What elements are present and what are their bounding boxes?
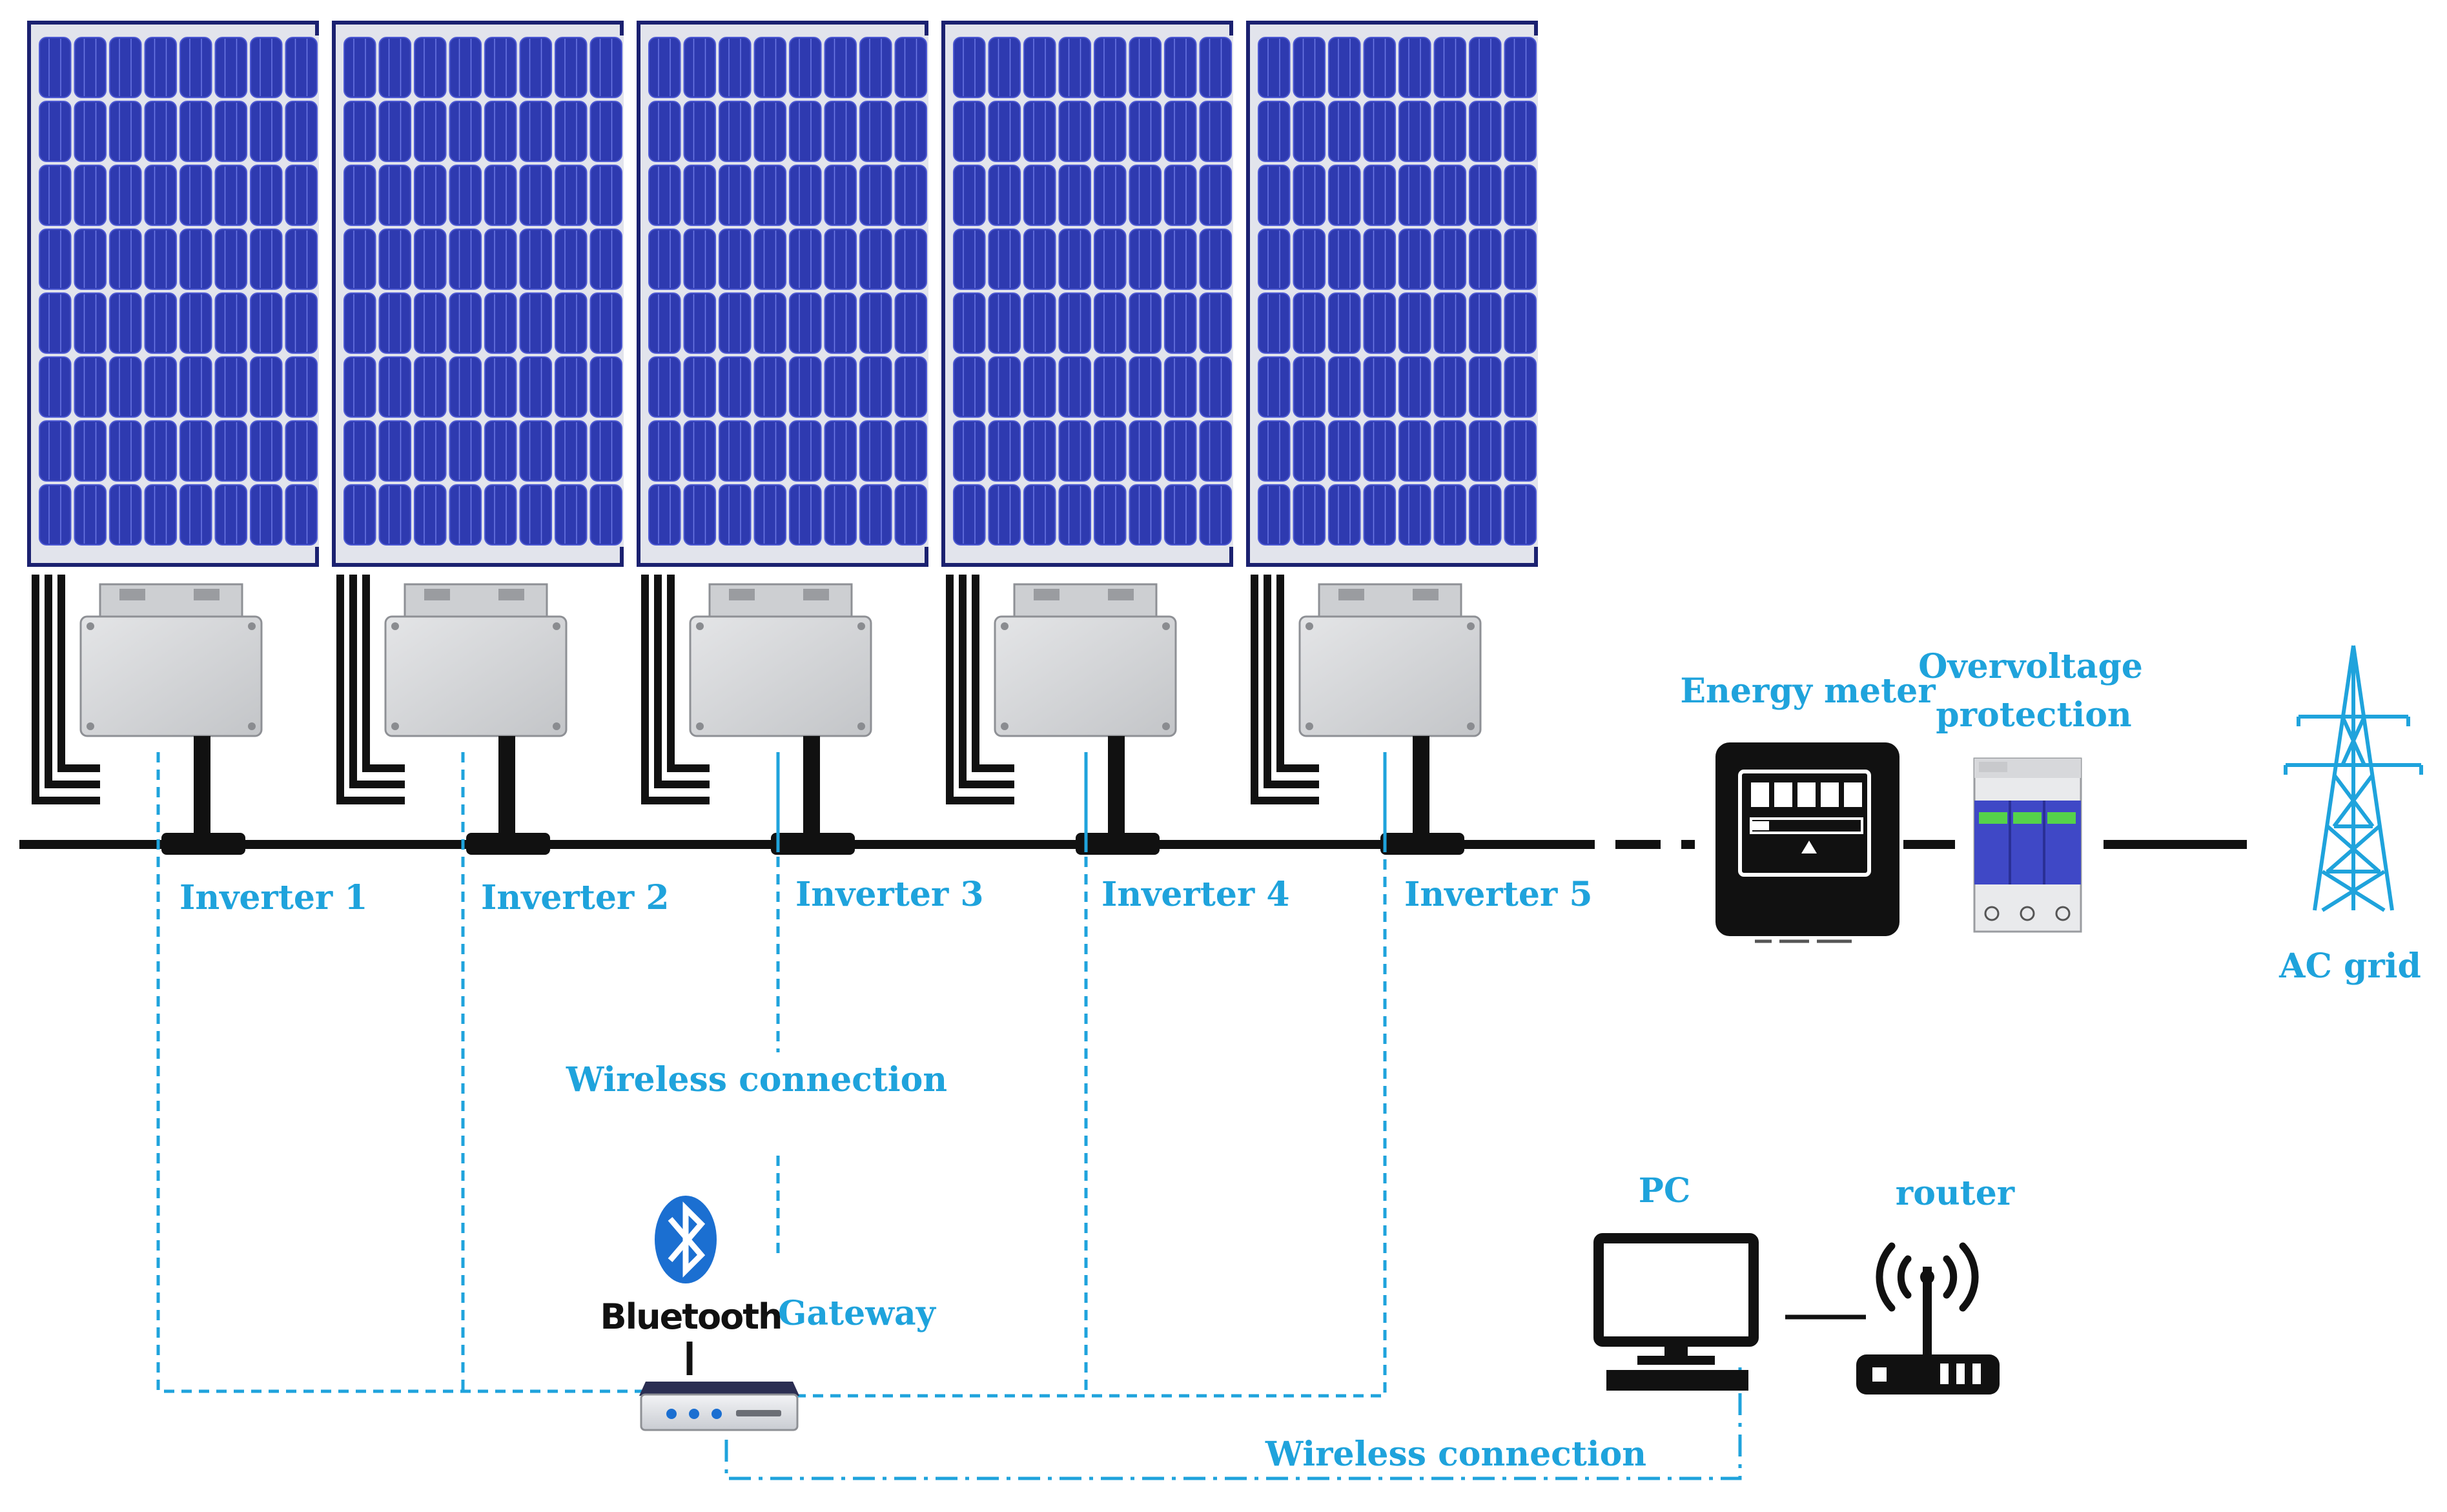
overvoltage-label-line2: protection [1936,695,2131,735]
pc-label: PC [1639,1171,1691,1211]
gateway-device-icon [639,1342,799,1431]
inverter-4-label: Inverter 4 [1101,875,1290,914]
solar-panel-2 [334,23,624,565]
inverter-5-label: Inverter 5 [1404,875,1593,914]
wireless-connection-label-bottom: Wireless connection [1265,1435,1646,1474]
energy-meter-label: Energy meter [1680,671,1936,711]
surge-protector-icon [1973,757,2082,933]
inverter-3-label: Inverter 3 [795,875,984,914]
inverter-2-label: Inverter 2 [481,878,670,917]
overvoltage-label-line1: Overvoltage [1918,647,2143,686]
solar-panel-4 [943,23,1233,565]
transmission-tower-icon [2284,645,2423,912]
solar-panel-1 [29,23,319,565]
inverter-link-ticks [776,752,1387,852]
ac-grid-label: AC grid [2278,946,2421,986]
micro-inverter-icon [36,575,261,855]
wifi-router-icon [1856,1242,2000,1395]
bluetooth-wordmark: Bluetooth [600,1296,781,1337]
inverter-1-label: Inverter 1 [179,878,368,917]
computer-icon [1593,1233,1759,1391]
solar-panel-5 [1248,23,1538,565]
micro-inverter-icon [645,575,871,855]
gateway-label: Gateway [778,1294,937,1333]
router-label: router [1896,1174,2015,1213]
micro-inverter-icon [950,575,1176,855]
solar-panel-3 [639,23,928,565]
energy-meter-icon [1715,742,1899,943]
wireless-connection-label-top: Wireless connection [566,1060,947,1099]
bluetooth-icon [655,1196,717,1283]
micro-inverter-icon [340,575,566,855]
wireless-links [156,752,1742,1480]
micro-inverter-icon [1254,575,1480,855]
